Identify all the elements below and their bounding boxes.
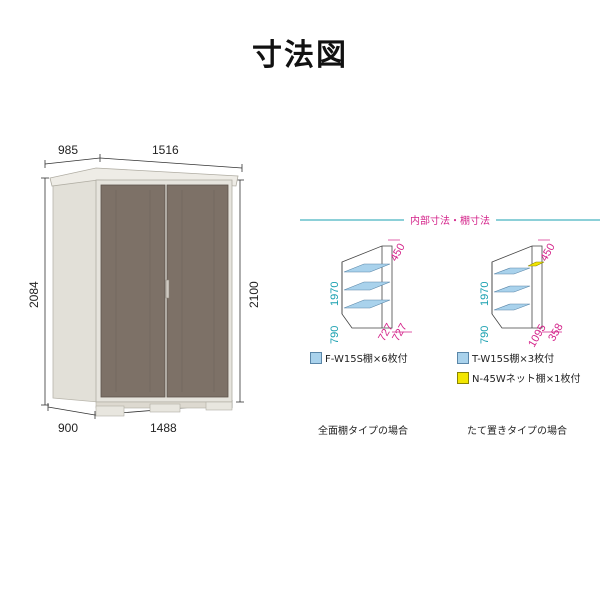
legend-full-shelf-label: F-W15S棚×6枚付 (325, 354, 408, 365)
shelves-vertical (493, 267, 531, 311)
interior-header: 内部寸法・棚寸法 (300, 212, 600, 228)
legend-vertical-shelf: T-W15S棚×3枚付 (457, 350, 554, 365)
shed-door-left (100, 184, 166, 398)
shelf-swatch (457, 351, 469, 364)
vertical-width-a: 1095 (526, 322, 549, 349)
page-title: 寸法図 (252, 38, 348, 73)
full-depth: 790 (329, 326, 341, 344)
shed-side-panel (52, 171, 99, 403)
interior-diagram-vertical: 450 1970 790 1095 358 (479, 239, 566, 350)
vertical-width-b: 358 (546, 322, 566, 344)
full-shelf-depth: 450 (388, 242, 408, 264)
door-handle (165, 279, 170, 299)
shed-diagram: 985 1516 2084 2100 900 1488 (27, 143, 261, 435)
legend-vertical-shelf-label: T-W15S棚×3枚付 (472, 354, 555, 365)
dim-bottom-width: 1488 (150, 421, 177, 435)
shed-door-right (166, 184, 229, 398)
shelves-full (343, 263, 391, 309)
dim-right-height: 2100 (247, 281, 261, 308)
shed-foot-right (205, 401, 233, 411)
legend-full-shelf: F-W15S棚×6枚付 (310, 350, 408, 365)
vertical-height: 1970 (479, 282, 491, 306)
dim-left-height: 2084 (27, 281, 41, 308)
dim-top-depth: 985 (58, 143, 78, 157)
door-texture (115, 190, 215, 392)
caption-full-shelf: 全面棚タイプの場合 (318, 426, 408, 437)
interior-header-text: 内部寸法・棚寸法 (300, 212, 600, 227)
legend-net-shelf-label: N-45Wネット棚×1枚付 (472, 374, 581, 385)
legend-net-shelf: N-45Wネット棚×1枚付 (457, 370, 580, 385)
net-shelf (527, 261, 545, 267)
vertical-depth: 790 (479, 326, 491, 344)
shelf-swatch (310, 351, 322, 364)
full-height: 1970 (329, 282, 341, 306)
dim-top-width: 1516 (152, 143, 179, 157)
vertical-shelf-depth: 450 (538, 242, 558, 264)
net-shelf-swatch (457, 371, 469, 384)
dim-bottom-depth: 900 (58, 421, 78, 435)
caption-vertical-shelf: たて置きタイプの場合 (467, 426, 567, 437)
shed-foot-left (95, 405, 125, 417)
shed-foot-mid (149, 403, 181, 413)
full-width-b: 727 (390, 322, 410, 344)
interior-diagram-full: 450 1970 790 727 727 (329, 239, 412, 344)
